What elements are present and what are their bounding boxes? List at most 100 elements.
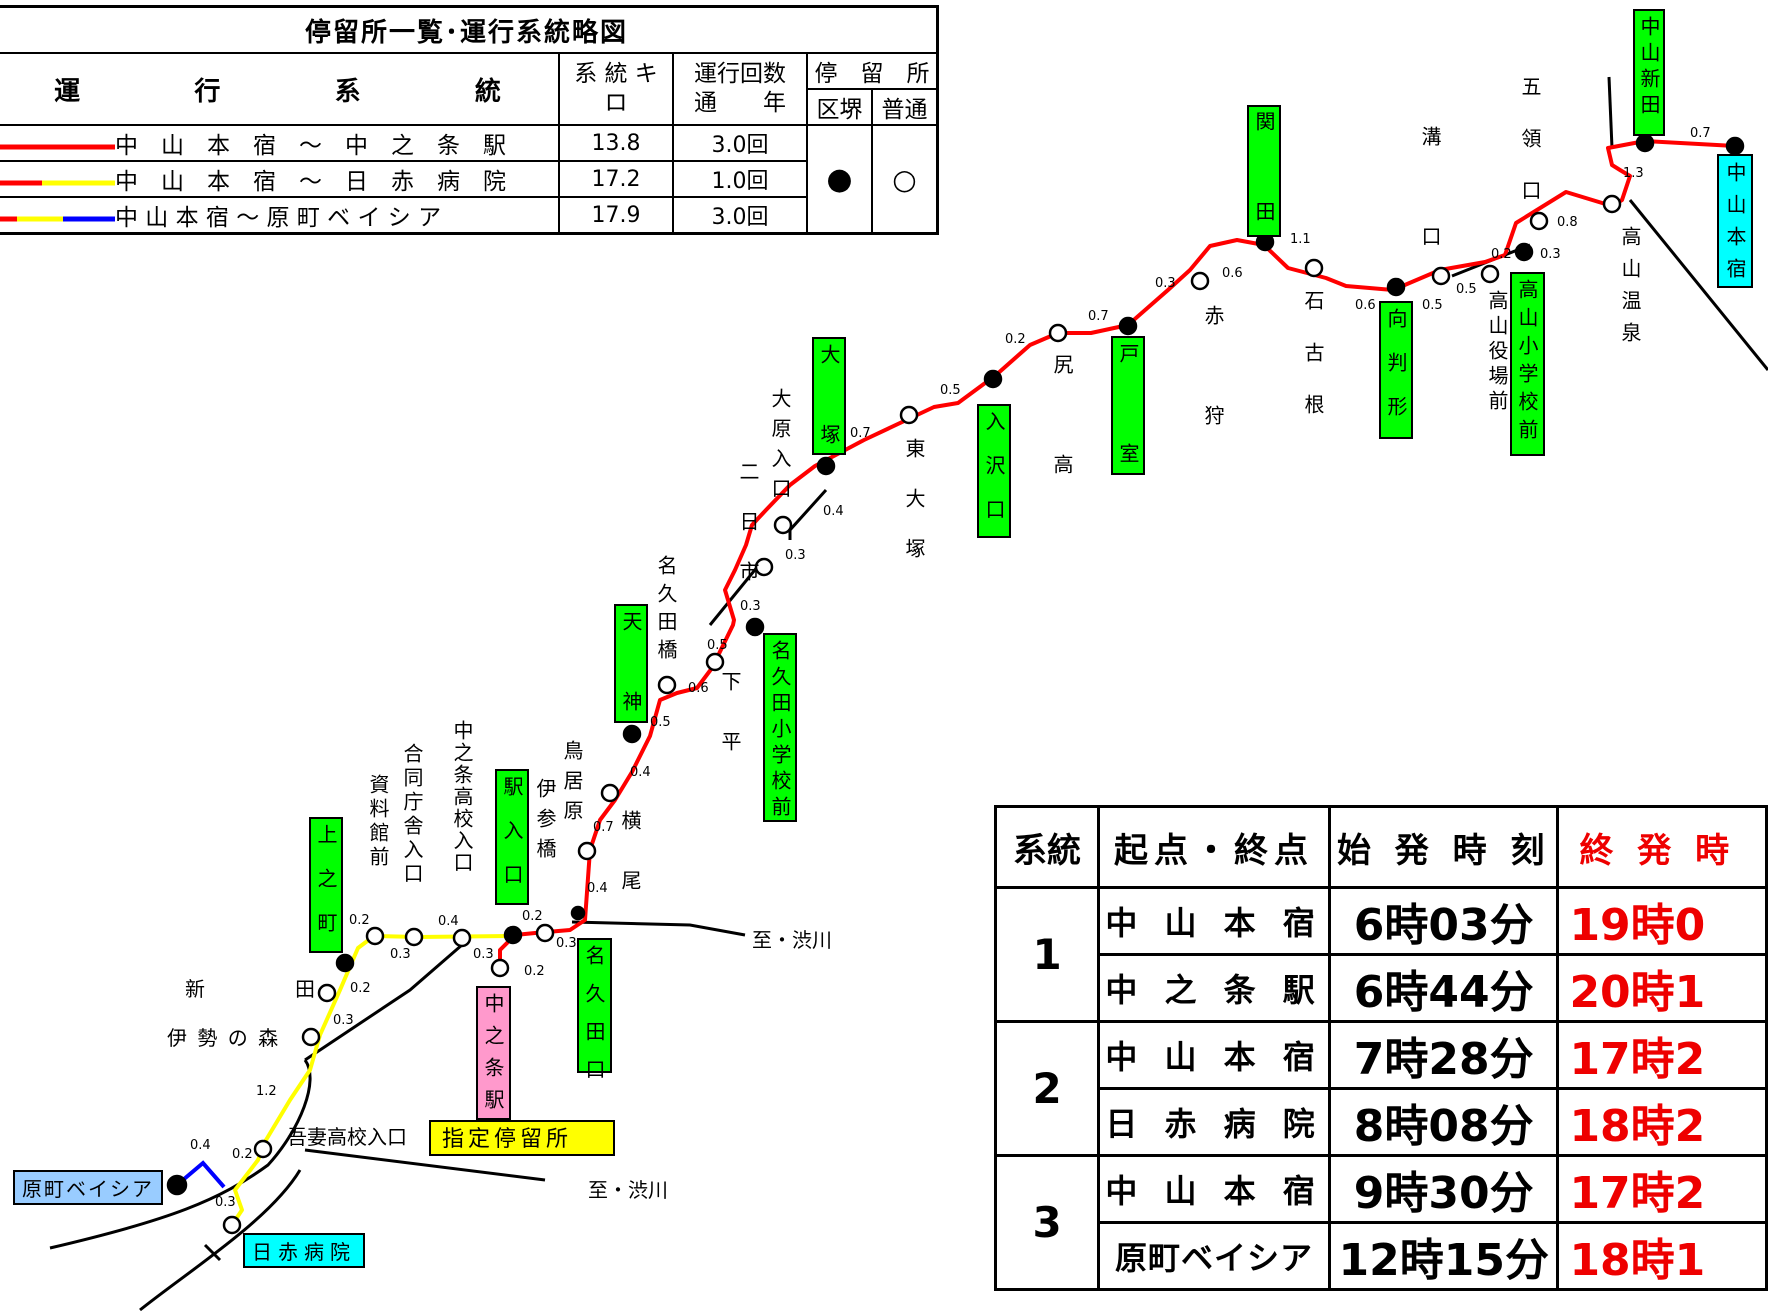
road-east-diagonal	[1628, 199, 1768, 371]
timetable-first: 12時15分	[1327, 1221, 1560, 1291]
table-title: 停留所一覧･運行系統略図	[0, 5, 939, 54]
timetable-stop: 中 山 本 宿	[1097, 1020, 1331, 1090]
label-nisseki-byoin: 日赤病院	[243, 1233, 365, 1268]
svg-text:駅入口: 駅入口	[500, 776, 524, 908]
label-to-shibukawa-1: 至・渋川	[752, 928, 832, 952]
distance-label: 0.5	[940, 383, 961, 398]
distance-label: 0.2	[1491, 247, 1512, 262]
svg-text:中山本宿: 中山本宿	[1723, 162, 1747, 290]
route-row-2: 中 山 本 宿 ～ 日 赤 病 院	[0, 160, 560, 198]
road-tick	[203, 1243, 222, 1262]
stop-nakayama-shinden	[1635, 133, 1655, 153]
stop-nisseki-byoin	[222, 1215, 242, 1235]
route-runs-2: 1.0回	[672, 160, 808, 198]
road-west-1	[304, 936, 471, 1062]
label-takayama-yakuba: 高山役場前	[1485, 290, 1509, 415]
stop-nakayama-honjuku	[1725, 136, 1745, 156]
label-nakanojo-koukou: 中之条高校入口	[450, 720, 474, 874]
distance-label: 0.7	[1690, 126, 1711, 141]
label-otsuka: 大塚	[812, 337, 846, 504]
distance-label: 0.6	[1355, 298, 1376, 313]
distance-label: 0.7	[1088, 309, 1109, 324]
stop-higashiotsuka	[899, 405, 919, 425]
stop-isenomori	[301, 1027, 321, 1047]
road-shibukawa-upper	[571, 920, 746, 937]
stop-shinden	[317, 983, 337, 1003]
distance-label: 0.4	[823, 504, 844, 519]
stop-tenjin	[622, 724, 642, 744]
label-higashiotsuka: 東大塚	[902, 438, 926, 588]
stop-nakuta-school	[745, 617, 765, 637]
stop-otsuka	[816, 456, 836, 476]
route-line-1	[0, 144, 115, 150]
timetable-last: 18時2	[1556, 1087, 1768, 1157]
road-curve	[49, 1059, 312, 1250]
route-line-2	[0, 180, 115, 186]
distance-label: 0.3	[1155, 276, 1176, 291]
label-sekida: 関田	[1247, 105, 1281, 291]
road-south	[139, 1169, 302, 1312]
stop-kaminomachi	[335, 953, 355, 973]
svg-text:名久田口: 名久田口	[582, 945, 606, 1097]
svg-text:高山小学校前: 高山小学校前	[1515, 279, 1539, 447]
boxed-stop-labels: 中山新田 中山本宿 関田 高山小学校前 向判形 戸室 入沢口 大塚 天神 名久田…	[13, 9, 1753, 1268]
label-nakuta-guchi: 名久田口	[577, 938, 612, 1097]
svg-text:向判形: 向判形	[1384, 308, 1408, 440]
distance-label: 0.6	[1222, 266, 1243, 281]
timetable-route-num: 2	[993, 1020, 1101, 1157]
distance-label: 0.5	[707, 638, 728, 653]
header-km: 系 統 キロ	[558, 52, 674, 126]
label-nakuta-school: 名久田小学校前	[763, 633, 797, 822]
distance-label: 0.6	[688, 681, 709, 696]
route-runs-3: 3.0回	[672, 196, 808, 235]
distance-labels: 0.7 1.3 0.8 0.2 0.3 0.5 0.5 0.6 1.1 0.6 …	[190, 126, 1711, 1210]
distance-label: 1.2	[256, 1084, 277, 1099]
label-shimodaira: 下平	[718, 671, 742, 791]
stop-nakuta-guchi	[570, 905, 586, 921]
stop-takayama-onsen	[1602, 194, 1622, 214]
plain-stop-labels: 五領口 溝口 高山温泉 高山役場前 石古根 赤狩 尻高 東大塚 大原入口 二日市…	[167, 76, 1642, 1202]
stop-ekiiriguchi	[503, 925, 523, 945]
svg-text:天神: 天神	[619, 611, 643, 771]
distance-label: 0.2	[232, 1147, 253, 1162]
timetable-first: 9時30分	[1327, 1154, 1560, 1224]
label-shinden: 新 田	[185, 977, 317, 1001]
stop-akagari	[1190, 271, 1210, 291]
distance-label: 0.5	[1422, 298, 1443, 313]
timetable-stop: 中 山 本 宿	[1097, 1154, 1331, 1224]
timetable-first: 6時44分	[1327, 953, 1560, 1023]
label-shiryoukan: 資料館前	[366, 774, 390, 870]
legend-designated-stop: 指定停留所	[429, 1120, 615, 1156]
label-goryoguchi: 五領口	[1518, 76, 1542, 232]
distance-label: 0.3	[215, 1195, 236, 1210]
route-red	[498, 139, 1736, 975]
route-summary-table: 停留所一覧･運行系統略図 運 行 系 統 系 統 キロ 運行回数通 年 停 留 …	[0, 5, 939, 235]
route-km-3: 17.9	[558, 196, 674, 235]
stop-irisawaguchi	[983, 369, 1003, 389]
distance-label: 0.2	[350, 981, 371, 996]
label-isenomori: 伊 勢 の 森	[167, 1026, 280, 1050]
distance-label: 0.3	[785, 548, 806, 563]
stop-shiryoukan	[365, 926, 385, 946]
route-line-3	[0, 216, 115, 222]
stop-yokoo	[600, 783, 620, 803]
stop-mizoguchi	[1431, 266, 1451, 286]
header-route: 運 行 系 統	[0, 52, 560, 126]
stop-nakuta-bashi	[657, 675, 677, 695]
timetable-stop: 中 之 条 駅	[1097, 953, 1331, 1023]
stop-isesanbashi	[535, 923, 555, 943]
distance-label: 0.7	[593, 820, 614, 835]
timetable-last: 18時1	[1556, 1221, 1768, 1291]
stop-shiritaka	[1048, 323, 1068, 343]
label-nakanojo-eki: 中之条駅	[476, 986, 511, 1121]
symbol-futsu: ○	[871, 124, 939, 235]
distance-label: 0.2	[1005, 332, 1026, 347]
stop-tomuro	[1118, 316, 1138, 336]
svg-text:中之条駅: 中之条駅	[481, 993, 505, 1121]
distance-label: 0.4	[438, 914, 459, 929]
stop-haramachi-beisia	[166, 1174, 188, 1196]
route-runs-1: 3.0回	[672, 124, 808, 162]
label-takayama-onsen: 高山温泉	[1618, 226, 1642, 354]
timetable-stop: 日 赤 病 院	[1097, 1087, 1331, 1157]
